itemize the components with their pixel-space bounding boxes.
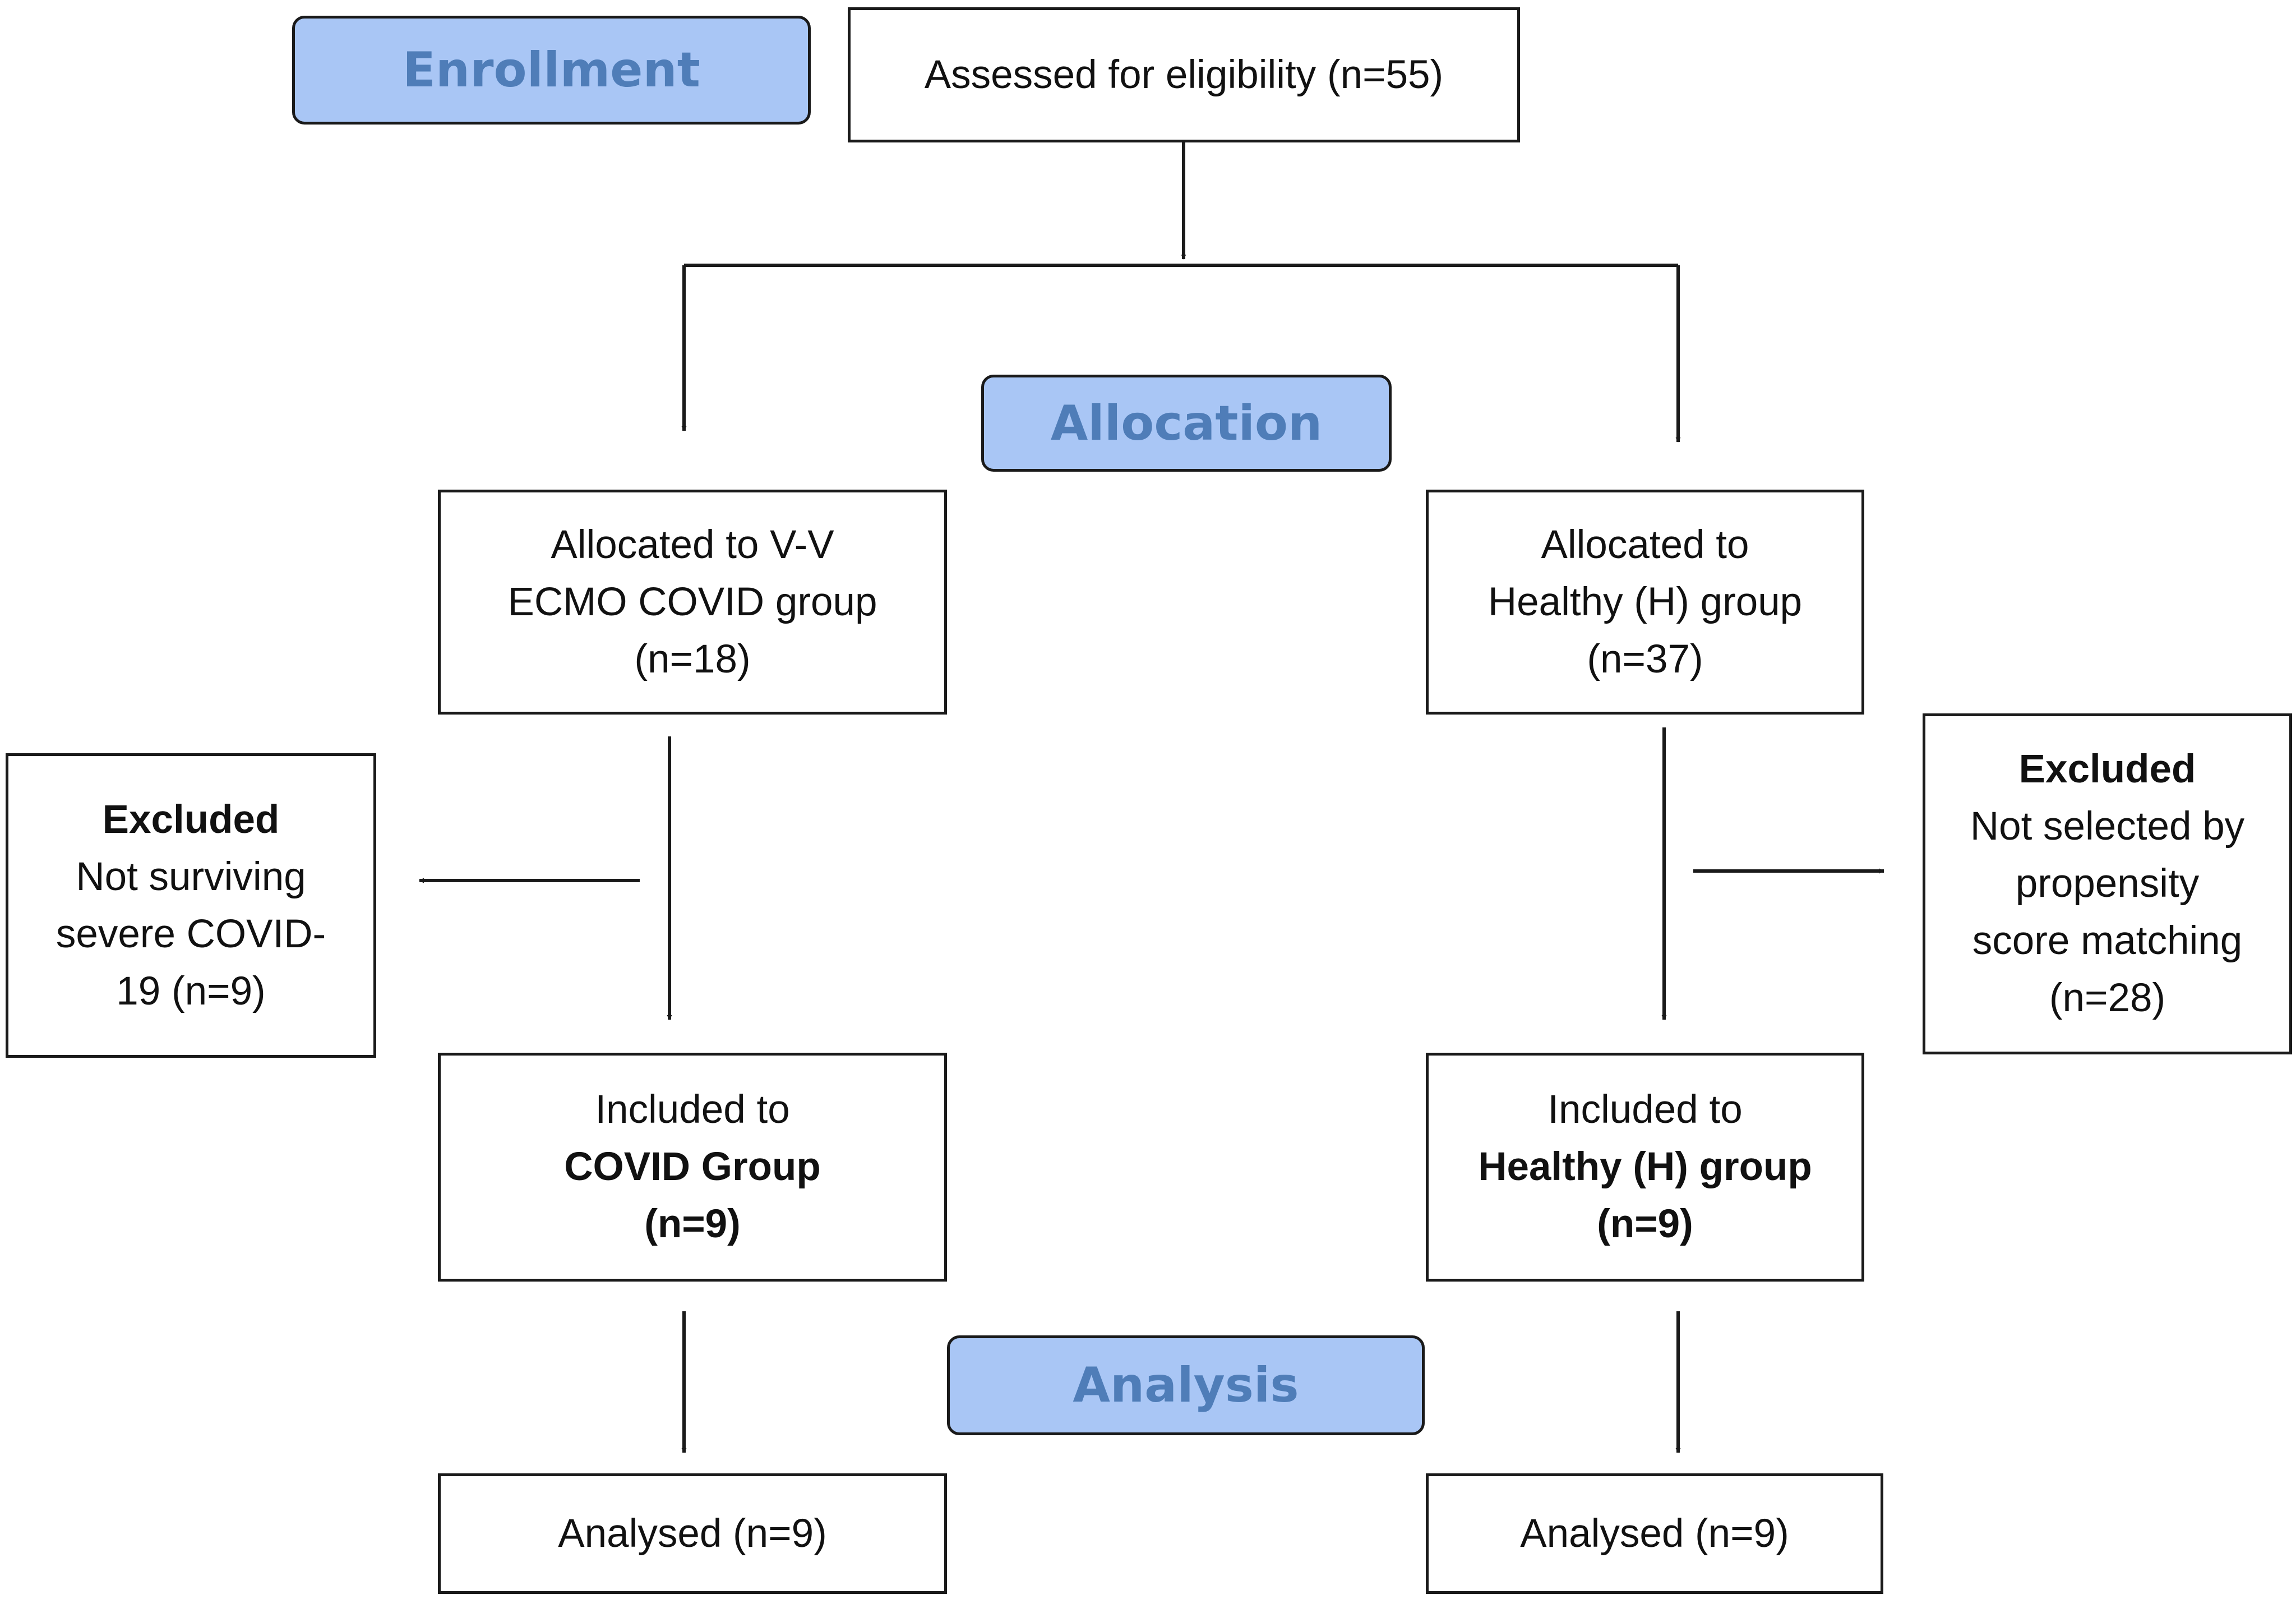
healthy-allocated-box: Allocated to Healthy (H) group (n=37) <box>1426 490 1864 715</box>
healthy-allocated-line-1: Allocated to <box>1541 522 1749 567</box>
covid-excluded-line-3: 19 (n=9) <box>116 969 266 1013</box>
healthy-excluded-line-1: Not selected by <box>1970 804 2245 849</box>
covid-excluded-line-1: Not surviving <box>76 854 306 899</box>
healthy-excluded-title: Excluded <box>2018 747 2196 791</box>
covid-included-line-3: (n=9) <box>644 1202 741 1246</box>
covid-excluded-box: Excluded Not surviving severe COVID- 19 … <box>6 753 376 1058</box>
healthy-included-line-3: (n=9) <box>1597 1202 1693 1246</box>
stage-analysis: Analysis <box>947 1335 1425 1435</box>
covid-analysed-text: Analysed (n=9) <box>558 1511 827 1556</box>
stage-enrollment-label: Enrollment <box>403 42 700 98</box>
eligibility-box: Assessed for eligibility (n=55) <box>848 7 1520 142</box>
covid-allocated-box: Allocated to V-V ECMO COVID group (n=18) <box>438 490 947 715</box>
stage-enrollment: Enrollment <box>292 16 811 125</box>
healthy-analysed-box: Analysed (n=9) <box>1426 1473 1883 1594</box>
covid-included-line-2: COVID Group <box>564 1145 821 1189</box>
covid-included-box: Included to COVID Group (n=9) <box>438 1053 947 1282</box>
covid-included-line-1: Included to <box>595 1087 790 1132</box>
covid-excluded-title: Excluded <box>102 797 280 842</box>
healthy-excluded-line-3: score matching <box>1972 919 2243 963</box>
eligibility-text: Assessed for eligibility (n=55) <box>924 52 1444 97</box>
healthy-included-box: Included to Healthy (H) group (n=9) <box>1426 1053 1864 1282</box>
covid-allocated-line-1: Allocated to V-V <box>551 522 834 567</box>
healthy-allocated-line-3: (n=37) <box>1587 637 1703 681</box>
healthy-analysed-text: Analysed (n=9) <box>1520 1511 1789 1556</box>
covid-allocated-line-2: ECMO COVID group <box>507 579 877 624</box>
stage-allocation-label: Allocation <box>1050 395 1323 451</box>
healthy-excluded-line-2: propensity <box>2015 861 2200 906</box>
covid-excluded-line-2: severe COVID- <box>56 911 326 956</box>
healthy-allocated-line-2: Healthy (H) group <box>1487 579 1803 624</box>
stage-allocation: Allocation <box>981 375 1392 472</box>
covid-analysed-box: Analysed (n=9) <box>438 1473 947 1594</box>
healthy-excluded-line-4: (n=28) <box>2049 976 2166 1020</box>
covid-allocated-line-3: (n=18) <box>634 637 751 681</box>
healthy-excluded-box: Excluded Not selected by propensity scor… <box>1923 713 2292 1054</box>
healthy-included-line-2: Healthy (H) group <box>1478 1145 1812 1189</box>
stage-analysis-label: Analysis <box>1073 1357 1299 1413</box>
healthy-included-line-1: Included to <box>1547 1087 1743 1132</box>
